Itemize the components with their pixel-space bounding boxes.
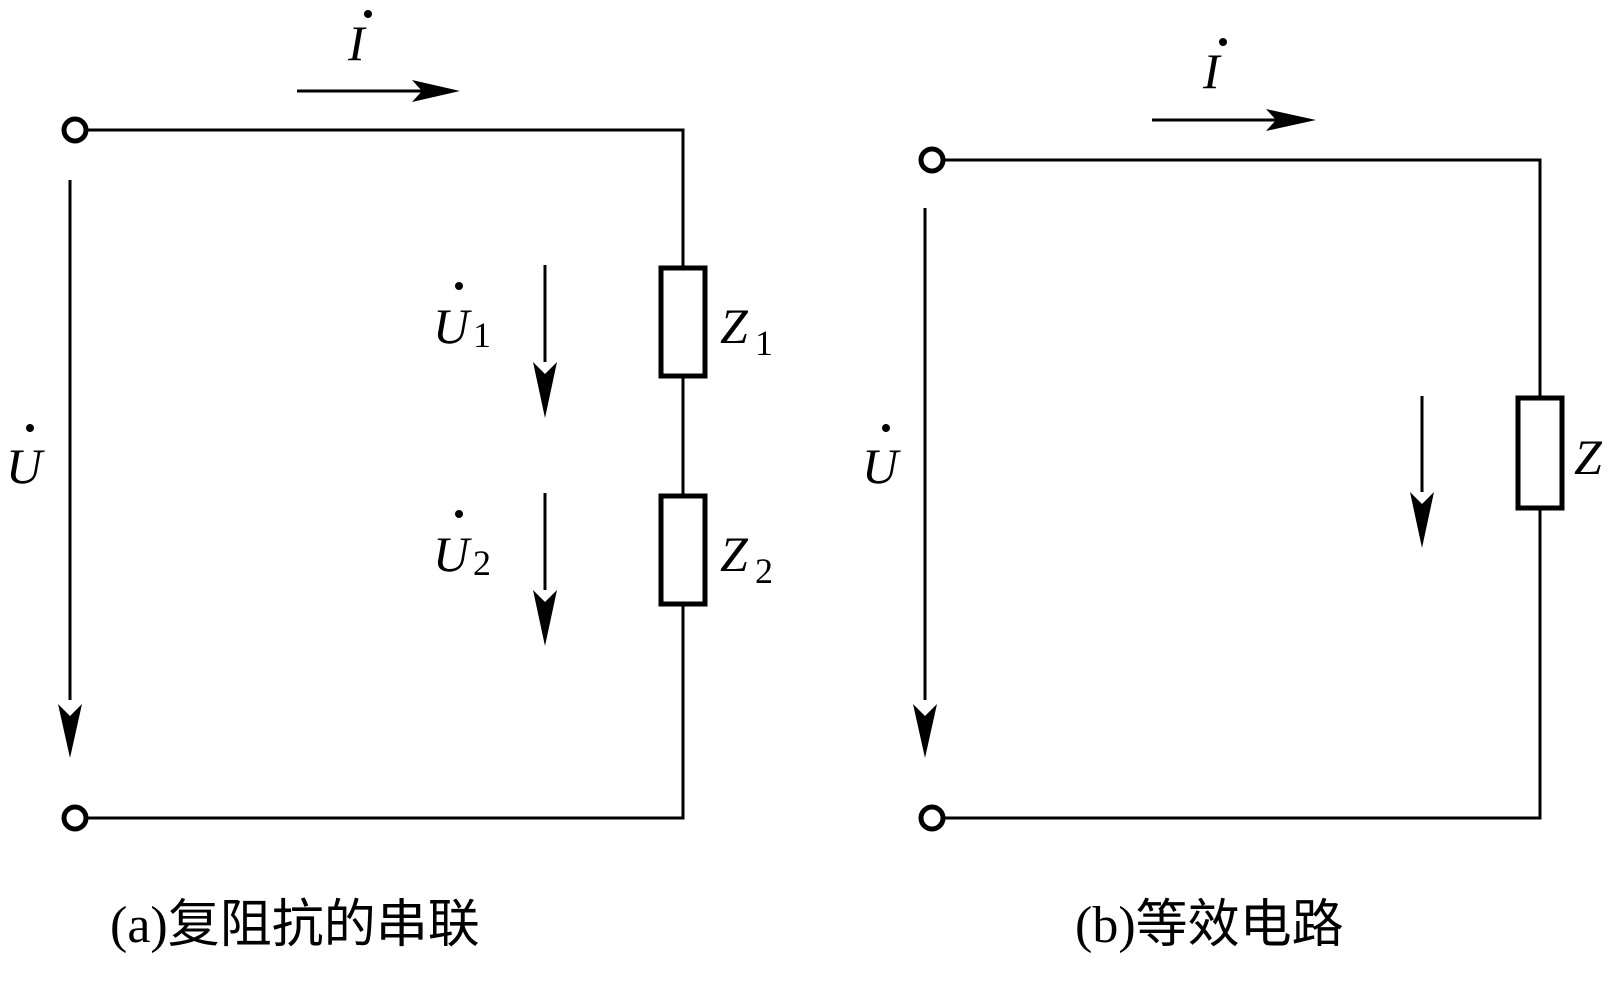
impedance-z2 (658, 493, 708, 607)
bottom-wire (75, 604, 685, 820)
z1-label: Z 1 (720, 298, 773, 363)
svg-text:U: U (862, 438, 901, 494)
voltage-arrow (58, 180, 82, 758)
svg-text:I: I (347, 15, 367, 71)
series-impedance-circuit: I U U 1 U 2 (6, 10, 773, 954)
svg-text:I: I (1202, 43, 1222, 99)
caption-b: (b)等效电路 (1075, 897, 1344, 954)
current-label: I (347, 10, 372, 71)
u1-arrow (533, 265, 557, 418)
z-label: Z (1574, 429, 1603, 485)
bottom-wire-b (932, 508, 1542, 820)
svg-text:2: 2 (755, 551, 773, 591)
u2-label: U 2 (433, 510, 491, 583)
top-wire-b (932, 158, 1542, 398)
svg-text:2: 2 (473, 543, 491, 583)
impedance-z (1515, 395, 1565, 511)
equivalent-circuit: I U Z (b)等效电路 (862, 38, 1603, 954)
input-terminal-top-b (918, 146, 946, 174)
current-label-b: I (1202, 38, 1227, 99)
current-arrow-b (1152, 109, 1316, 131)
caption-a: (a)复阻抗的串联 (110, 897, 480, 954)
z2-label: Z 2 (720, 526, 773, 591)
current-arrow (297, 80, 460, 102)
input-terminal-bottom (61, 804, 89, 832)
input-terminal-top (61, 116, 89, 144)
top-wire (75, 128, 685, 268)
u1-label: U 1 (433, 282, 491, 355)
svg-text:U: U (433, 526, 472, 582)
svg-text:1: 1 (755, 323, 773, 363)
svg-text:U: U (433, 298, 472, 354)
voltage-label-b: U (862, 424, 901, 494)
svg-text:U: U (6, 438, 45, 494)
svg-text:1: 1 (473, 315, 491, 355)
input-terminal-bottom-b (918, 804, 946, 832)
u2-arrow (533, 493, 557, 646)
svg-text:Z: Z (720, 298, 749, 354)
svg-text:Z: Z (720, 526, 749, 582)
z-voltage-arrow (1410, 396, 1434, 548)
impedance-z1 (658, 265, 708, 379)
voltage-label: U (6, 424, 45, 494)
voltage-arrow-b (913, 208, 937, 758)
